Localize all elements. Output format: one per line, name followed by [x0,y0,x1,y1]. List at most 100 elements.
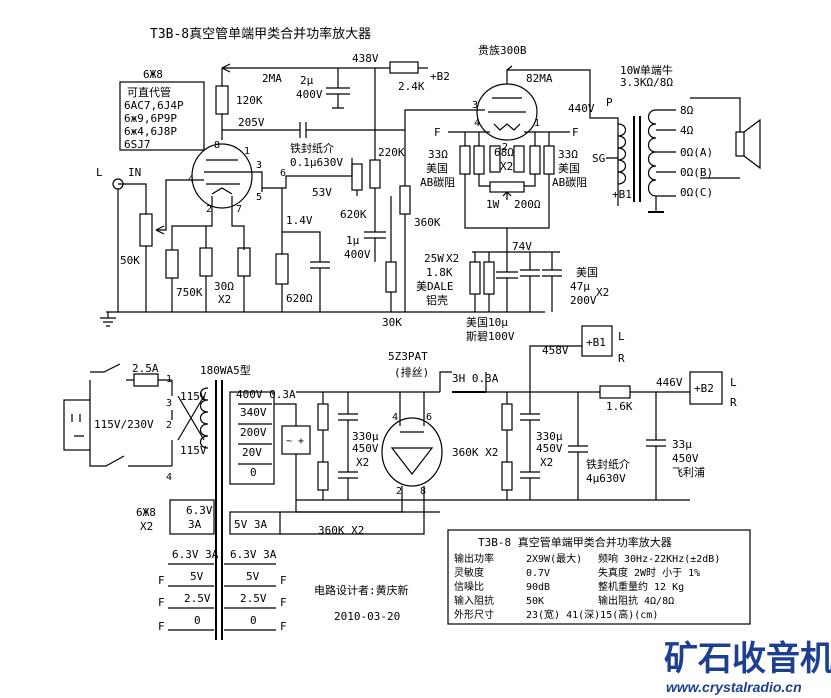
coupling-cap [222,109,485,138]
label-33a: 33Ω [428,148,448,161]
pin-p1: 1 [166,374,172,385]
watermark-logo: 矿石收音机 [664,640,831,678]
label-50k: 50K [120,254,140,267]
b2-terminal [689,371,723,405]
label-ab-b: AB碳阻 [552,175,587,189]
hf-25: 2.5V [184,592,211,605]
pin-r8: 8 [420,486,426,497]
hf2-F2: F [280,596,287,609]
label-440v: 440V [568,102,595,115]
label-ab-a: AB碳阻 [420,175,455,189]
label-25w: 25W [424,252,444,265]
label-360k: 360K [414,216,441,229]
label-mains: 115V/230V [94,418,154,431]
ot-taps [655,109,676,212]
label-30k: 30K [382,316,402,329]
pin-1b: 1 [534,118,540,129]
label-620ohm: 620Ω [286,292,313,305]
b1-terminal [581,325,613,357]
hf-0: 0 [194,614,201,627]
substitute-heading: 可直代管 [127,85,171,99]
label-1-6k: 1.6K [606,400,633,413]
resistor-30k [385,261,397,293]
label-205v: 205V [238,116,265,129]
pin-r2: 2 [396,486,402,497]
cap-33u [630,391,690,500]
cap-4u [568,392,588,500]
pin-p4: 4 [166,472,172,483]
rect-label: 5Z3PAT [388,350,428,363]
label-53v: 53V [312,186,332,199]
label-choke: 3H 0.3A [452,372,499,385]
spec-r2-c2: 整机重量约 12 Kg [598,580,684,593]
pin-1: 1 [244,146,250,157]
label-p115b: 115V [180,444,207,457]
label-pot-200: 200Ω [514,198,541,211]
label-ot-name: 10W单端牛 [620,63,673,77]
tap-0a: 0Ω(A) [680,146,713,159]
label-fuse: 2.5A [132,362,159,375]
tap-0c: 0Ω(C) [680,186,713,199]
tube-6j8-electrodes [204,159,240,195]
hf2-F3: F [280,620,287,633]
spec-box [447,529,751,625]
label-2ma: 2MA [262,72,282,85]
pin-5: 5 [256,192,262,203]
label-438v: 438V [352,52,379,65]
label-330a-x2: X2 [356,456,369,469]
resistor-33b-1 [529,145,541,175]
label-330a-v: 450V [352,442,379,455]
cap-2u [326,68,350,109]
spec-r2-c1: 90dB [526,582,550,593]
label-458v: 458V [542,344,569,357]
spec-r4-c1: 23(宽) 41(深)15(高)(cm) [526,608,658,621]
hf2-0: 0 [250,614,257,627]
spec-r4-c0: 外形尺寸 [454,608,494,621]
tube-6j8 [191,143,253,209]
caps-330a [338,392,358,500]
pin-r6: 6 [426,412,432,423]
mains-plug [63,399,91,451]
wire-plate [506,65,520,84]
label-330b-v: 450V [536,442,563,455]
resistor-2-4k [389,61,419,74]
label-b1-r: R [618,352,625,365]
hf-F3: F [158,620,165,633]
resistor-33a-1 [459,145,471,175]
resistor-30b [237,247,251,277]
spec-r3-c1: 50K [526,596,544,607]
substitute-2: 6ж9,6P9P [124,112,177,125]
pin-7: 7 [236,204,242,215]
tube-5z3 [381,417,443,487]
wire [261,188,283,254]
spec-r0-c0: 输出功率 [454,552,494,565]
tap-8: 8Ω [680,104,694,117]
label-f-right: F [572,126,579,139]
label-220k: 220K [378,146,405,159]
label-330b-x2: X2 [540,456,553,469]
label-dale: 美DALE [416,280,454,293]
label-446v: 446V [656,376,683,389]
pin-p3: 3 [166,398,172,409]
label-33u-v: 450V [672,452,699,465]
bridge-label: ~ + [286,436,304,447]
label-47-a: 美国 [576,266,598,279]
tap-0b: 0Ω(B) [680,166,713,179]
resistor-1-8k-b [483,261,495,295]
spec-r1-c1: 0.7V [526,568,550,579]
primary-switch-x [177,395,205,441]
speaker-cone [743,118,761,170]
label-b2-top: +B2 [430,70,450,83]
mains-switch-fuse [90,363,172,387]
label-oil-b: 4μ630V [586,472,626,485]
label-620k: 620K [340,208,367,221]
pin-4b: 4 [474,118,480,129]
resistor-1-6k [599,385,631,399]
mains-wires [89,380,172,467]
hf-F1: F [158,574,165,587]
label-in: IN [128,166,141,179]
pin-r4: 4 [392,412,398,423]
wire [439,371,487,392]
resistor-bleed-2 [317,461,329,491]
